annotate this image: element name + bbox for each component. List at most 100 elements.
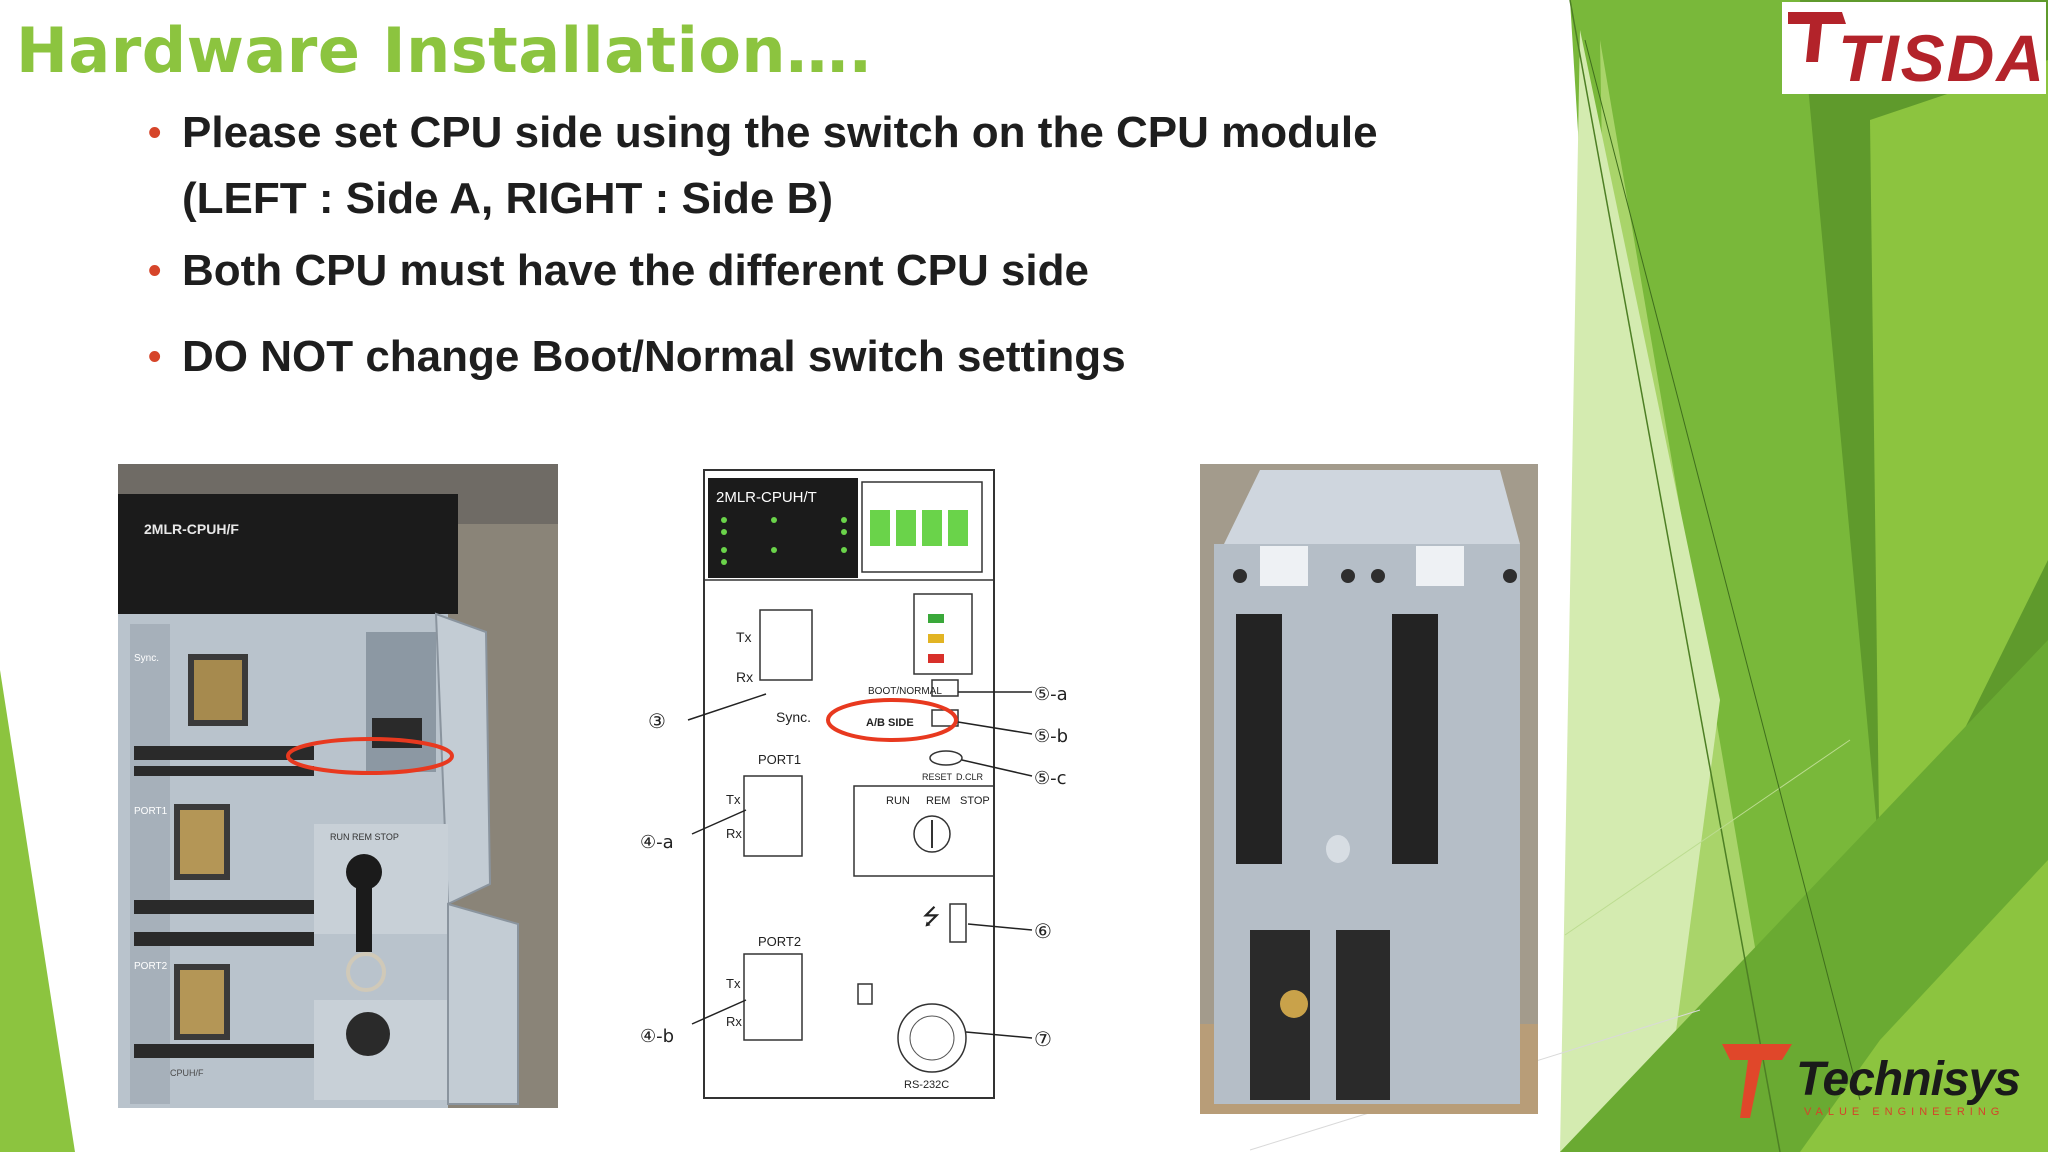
key-switch-dial xyxy=(913,815,951,853)
display-digit-4 xyxy=(948,510,968,546)
vent-slot-3 xyxy=(134,900,314,914)
technisys-logo-mark xyxy=(1722,1044,1792,1118)
bottom-slot xyxy=(1336,930,1390,1100)
sync-port-outline xyxy=(759,609,813,681)
port2-rx-label: Rx xyxy=(726,1014,742,1029)
module-footer-label: CPUH/F xyxy=(170,1068,204,1078)
led-8 xyxy=(841,529,847,535)
bullet-item-2: Both CPU must have the different CPU sid… xyxy=(148,246,1528,296)
usb-icon: ⭍ xyxy=(922,905,940,930)
latch-right xyxy=(1416,546,1464,586)
callout-5a: ⑤-a xyxy=(1034,684,1068,705)
stop-label-diagram: STOP xyxy=(960,795,990,807)
reset-label: RESET xyxy=(922,772,953,782)
sync-tx-label: Tx xyxy=(736,629,752,645)
backplane-connector-right xyxy=(1392,614,1438,864)
screw-right xyxy=(1503,569,1517,583)
decor-line-4 xyxy=(1584,39,1861,1101)
bullet-3-line-1: DO NOT change Boot/Normal switch setting… xyxy=(182,332,1126,381)
led-yellow xyxy=(928,634,944,643)
callout-line-5b xyxy=(957,721,1033,735)
vent-slot-5 xyxy=(134,1044,314,1058)
port1-label: PORT1 xyxy=(134,806,168,817)
screw-mid-right xyxy=(1371,569,1385,583)
right-bg-shape-4 xyxy=(1560,30,1720,1152)
port1-outline xyxy=(743,775,803,857)
small-indicator xyxy=(857,983,873,1005)
ab-side-label: A/B SIDE xyxy=(866,717,914,729)
diagram-header-black xyxy=(708,478,858,578)
diagram-cpu-front-panel: 2MLR-CPUH/T Tx Rx Sync. PORT1 Tx Rx PORT… xyxy=(640,464,1100,1104)
port1-tx-label: Tx xyxy=(726,792,741,807)
callout-5c: ⑤-c xyxy=(1034,768,1067,789)
tisda-logo-text: TISDA xyxy=(1838,21,2046,95)
usb-port xyxy=(949,903,967,943)
key-ring xyxy=(346,952,386,992)
led-5 xyxy=(771,517,777,523)
tisda-logo: TISDA xyxy=(1782,2,2046,95)
module-top-face xyxy=(1224,470,1520,544)
key-switch-panel xyxy=(314,824,448,934)
callout-line-4a xyxy=(691,809,747,835)
latch-left xyxy=(1260,546,1308,586)
screw-left xyxy=(1233,569,1247,583)
sync-port-inner xyxy=(194,660,242,720)
display-digit-1 xyxy=(870,510,890,546)
photo-cpu-module-front: 2MLR-CPUH/F Sync. PORT1 PORT2 CPUH/F RUN… xyxy=(118,464,558,1108)
boot-normal-label: BOOT/NORMAL xyxy=(868,686,942,697)
module-top-black xyxy=(118,494,458,614)
slide-title: Hardware Installation…. xyxy=(16,14,873,87)
boot-switch xyxy=(931,679,959,697)
callout-line-4b xyxy=(691,999,747,1025)
led-7 xyxy=(841,517,847,523)
decor-line-2 xyxy=(1564,739,1851,936)
sync-label: Sync. xyxy=(134,653,159,664)
left-green-triangle xyxy=(0,670,75,1152)
callout-line-7 xyxy=(965,1031,1033,1039)
run-label-diagram: RUN xyxy=(886,795,910,807)
reset-button xyxy=(929,750,963,766)
sync-rx-label: Rx xyxy=(736,669,753,685)
right-bg-shape-5 xyxy=(1870,60,2048,900)
callout-3: ③ xyxy=(648,709,666,733)
run-rem-stop-label: RUN REM STOP xyxy=(330,832,399,842)
module-model-label: 2MLR-CPUH/F xyxy=(144,521,239,537)
port2-outline xyxy=(743,953,803,1041)
key-body xyxy=(356,872,372,952)
callout-7: ⑦ xyxy=(1034,1027,1052,1051)
port2-tx-label: Tx xyxy=(726,976,741,991)
backplane-connector-left xyxy=(1236,614,1282,864)
rem-label-diagram: REM xyxy=(926,795,950,807)
bullet-item-3: DO NOT change Boot/Normal switch setting… xyxy=(148,332,1528,382)
callout-6: ⑥ xyxy=(1034,919,1052,943)
led-green xyxy=(928,614,944,623)
led-red xyxy=(928,654,944,663)
port2-label-diagram: PORT2 xyxy=(758,934,801,949)
bullet-1-line-2: (LEFT : Side A, RIGHT : Side B) xyxy=(182,174,834,223)
led-stack-outline xyxy=(913,593,973,675)
technisys-logo: Technisys VALUE ENGINEERING xyxy=(1718,1038,2048,1124)
rs232-port xyxy=(346,1012,390,1056)
module-left-strip xyxy=(130,624,170,1104)
sync-label-diagram: Sync. xyxy=(776,709,811,725)
callout-5b: ⑤-b xyxy=(1034,726,1068,747)
highlight-ellipse-diagram xyxy=(826,698,958,742)
vent-slot-1 xyxy=(134,746,314,760)
vent-slot-2 xyxy=(134,766,314,776)
bullet-1-line-1: Please set CPU side using the switch on … xyxy=(182,108,1378,157)
open-cover-door xyxy=(434,612,492,906)
callout-4b: ④-b xyxy=(640,1026,674,1047)
callout-line-3 xyxy=(687,693,767,721)
port2-label: PORT2 xyxy=(134,961,168,972)
technisys-tagline: VALUE ENGINEERING xyxy=(1804,1106,2005,1118)
display-outline xyxy=(861,481,983,573)
battery xyxy=(1280,990,1308,1018)
right-bg-shape-7 xyxy=(1800,860,2048,1152)
vent-slot-4 xyxy=(134,932,314,946)
dclear-label: D.CLR xyxy=(956,772,984,782)
led-1 xyxy=(721,517,727,523)
callout-line-5c xyxy=(961,759,1033,777)
display-digit-2 xyxy=(896,510,916,546)
